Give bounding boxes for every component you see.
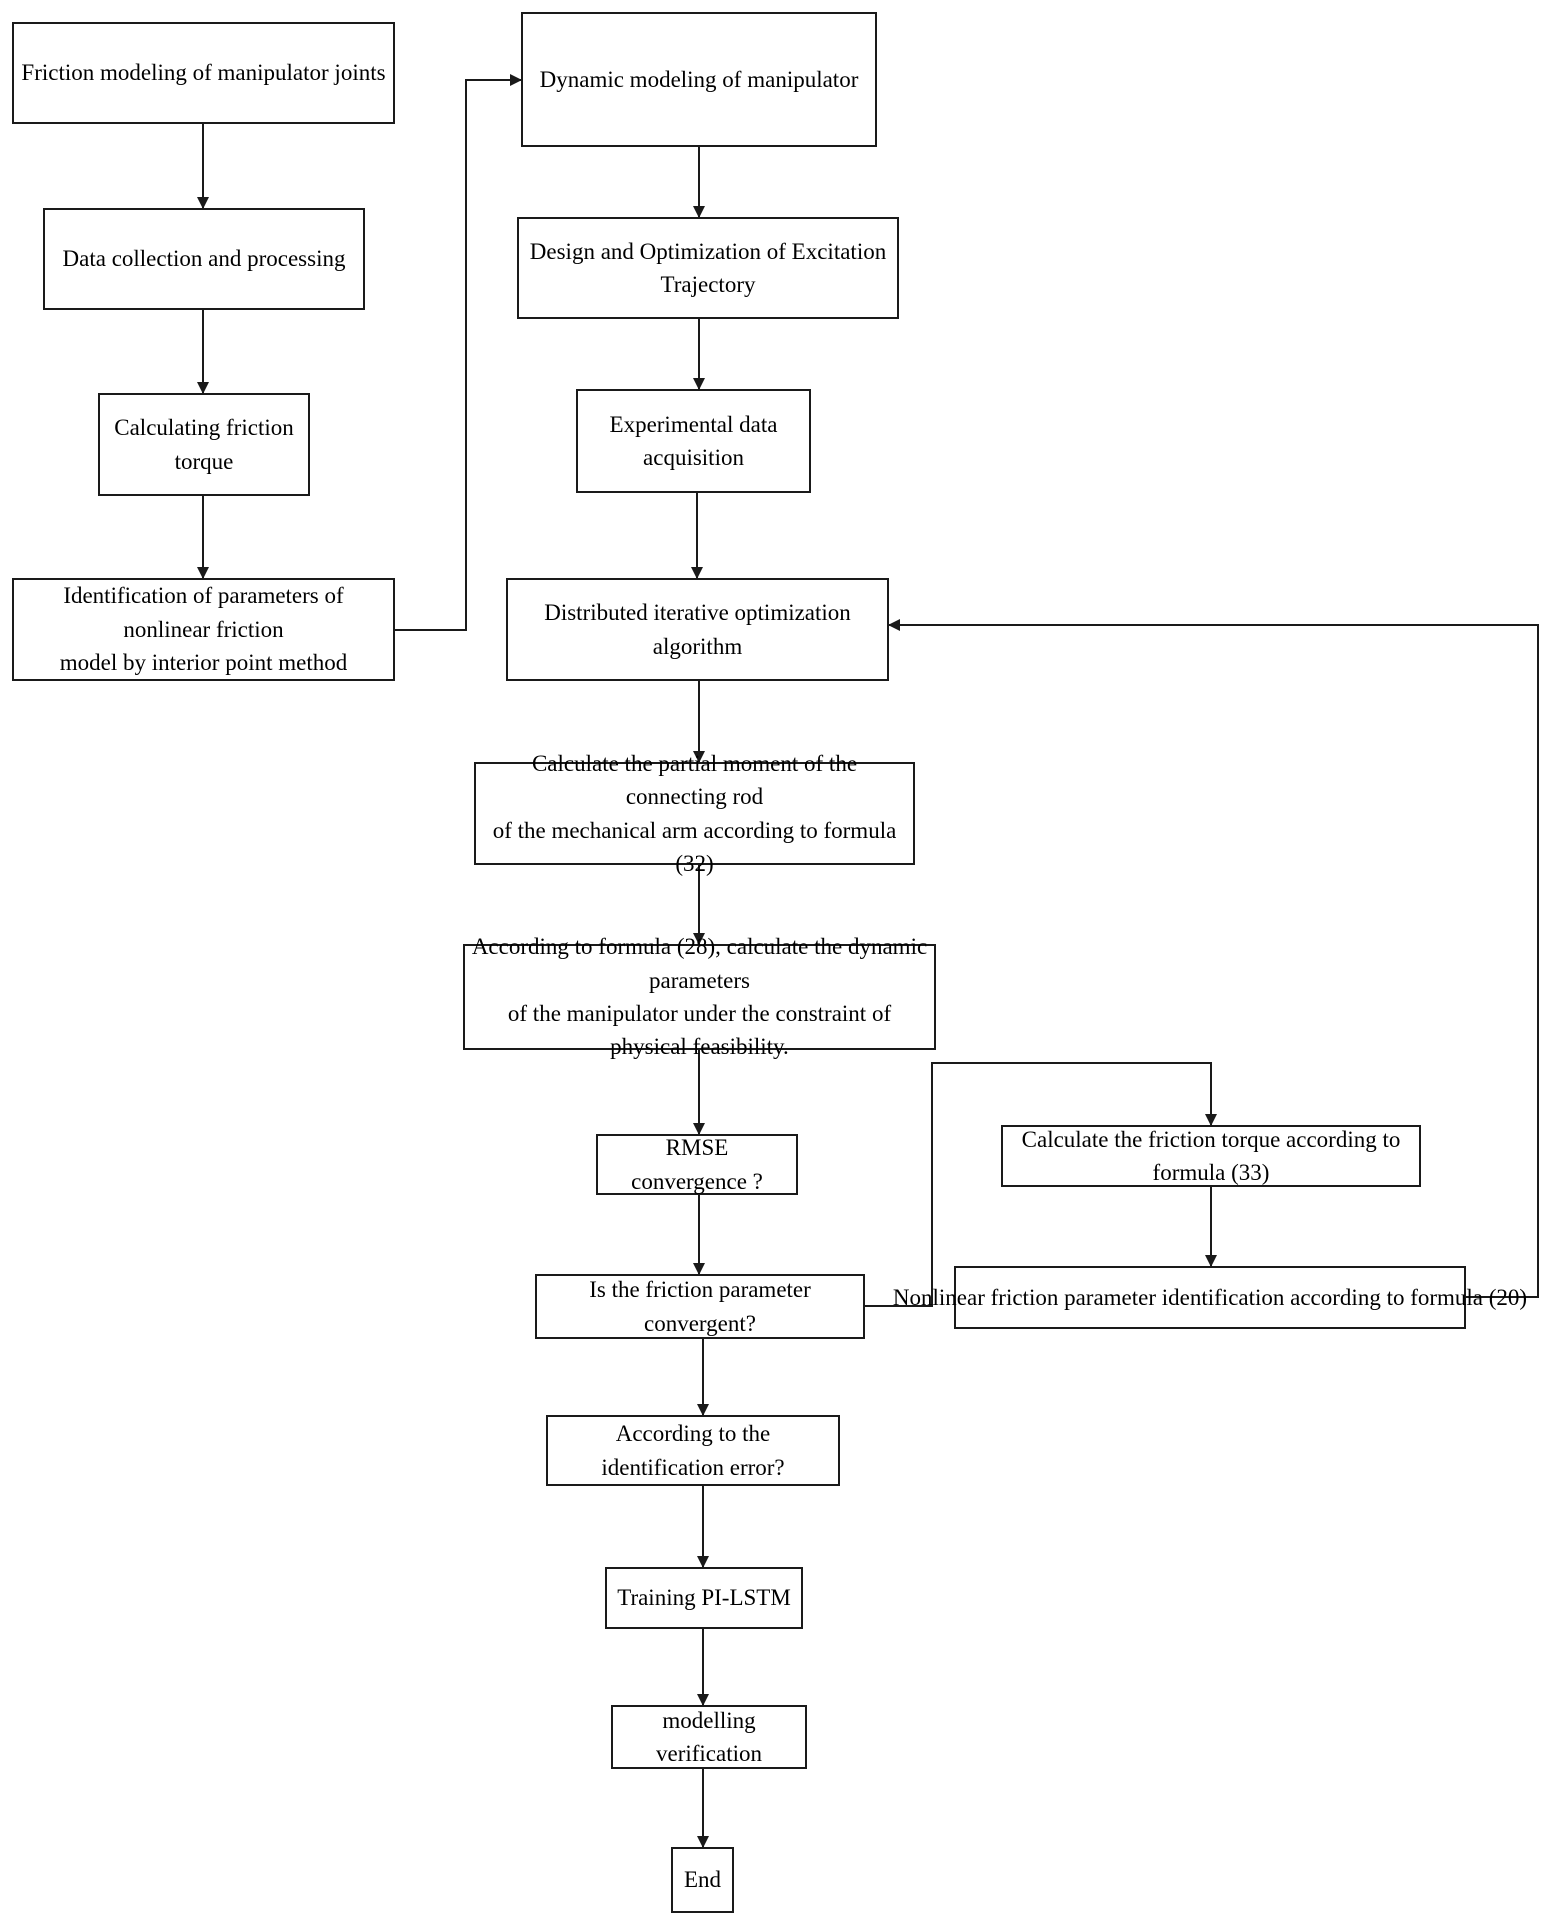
node-identification-error-label: According to the identification error? — [601, 1421, 785, 1480]
node-identification-line2: model by interior point method — [59, 650, 348, 676]
node-partial-moment: Calculate the partial moment of the conn… — [474, 751, 915, 876]
arrow-identification-to-dynamic — [395, 74, 522, 631]
node-excitation-trajectory: Design and Optimization of Excitation Tr… — [517, 217, 899, 319]
node-dynamic-modeling-label: Dynamic modeling of manipulator — [539, 66, 859, 92]
node-modelling-verification-label: modelling verification — [655, 1707, 762, 1766]
node-calculating-friction-torque-label: Calculating friction torque — [114, 415, 294, 474]
node-friction-convergent: Is the friction parameter convergent? — [535, 1274, 865, 1339]
node-friction-convergent-label: Is the friction parameter convergent? — [589, 1277, 811, 1336]
node-calculating-friction-torque: Calculating friction torque — [98, 393, 310, 496]
node-partial-moment-line1: Calculate the partial moment of the conn… — [531, 750, 858, 810]
arrow-convergent-to-friction-torque — [865, 1062, 1217, 1307]
node-data-collection: Data collection and processing — [43, 208, 365, 310]
node-dynamic-params-line1: According to formula (28), calculate the… — [471, 934, 928, 993]
node-data-collection-label: Data collection and processing — [62, 246, 346, 272]
node-nonlinear-identification-formula20-label: Nonlinear friction parameter identificat… — [892, 1284, 1528, 1310]
node-excitation-trajectory-label: Design and Optimization of Excitation Tr… — [529, 238, 887, 297]
node-dynamic-parameters: According to formula (28), calculate the… — [463, 934, 936, 1059]
node-identification-error: According to the identification error? — [546, 1415, 840, 1486]
node-training-pilstm-label: Training PI-LSTM — [617, 1585, 791, 1611]
node-identification-line1: Identification of parameters of nonlinea… — [63, 583, 344, 642]
node-rmse-convergence-label: RMSE convergence ? — [631, 1135, 763, 1194]
node-modelling-verification: modelling verification — [611, 1705, 807, 1769]
node-distributed-algorithm: Distributed iterative optimization algor… — [506, 578, 889, 681]
node-friction-torque-formula33: Calculate the friction torque according … — [1001, 1125, 1421, 1187]
node-dynamic-params-line2: of the manipulator under the constraint … — [507, 1001, 892, 1060]
arrow-nonlinear-back-to-distributed — [888, 619, 1539, 1298]
node-friction-modeling: Friction modeling of manipulator joints — [12, 22, 395, 124]
node-distributed-algorithm-label: Distributed iterative optimization algor… — [544, 600, 851, 659]
node-experimental-data: Experimental data acquisition — [576, 389, 811, 493]
node-experimental-data-label: Experimental data acquisition — [609, 411, 778, 470]
node-end-label: End — [683, 1867, 722, 1893]
node-partial-moment-line2: of the mechanical arm according to formu… — [492, 817, 897, 876]
node-end: End — [671, 1847, 734, 1913]
node-identification-interior-point: Identification of parameters of nonlinea… — [12, 578, 395, 681]
node-nonlinear-identification-formula20: Nonlinear friction parameter identificat… — [893, 1266, 1527, 1329]
node-friction-torque-formula33-label: Calculate the friction torque according … — [1021, 1126, 1401, 1185]
node-rmse-convergence: RMSE convergence ? — [596, 1134, 798, 1195]
node-dynamic-modeling: Dynamic modeling of manipulator — [521, 12, 877, 147]
node-friction-modeling-label: Friction modeling of manipulator joints — [21, 60, 386, 86]
node-training-pilstm: Training PI-LSTM — [605, 1567, 803, 1629]
